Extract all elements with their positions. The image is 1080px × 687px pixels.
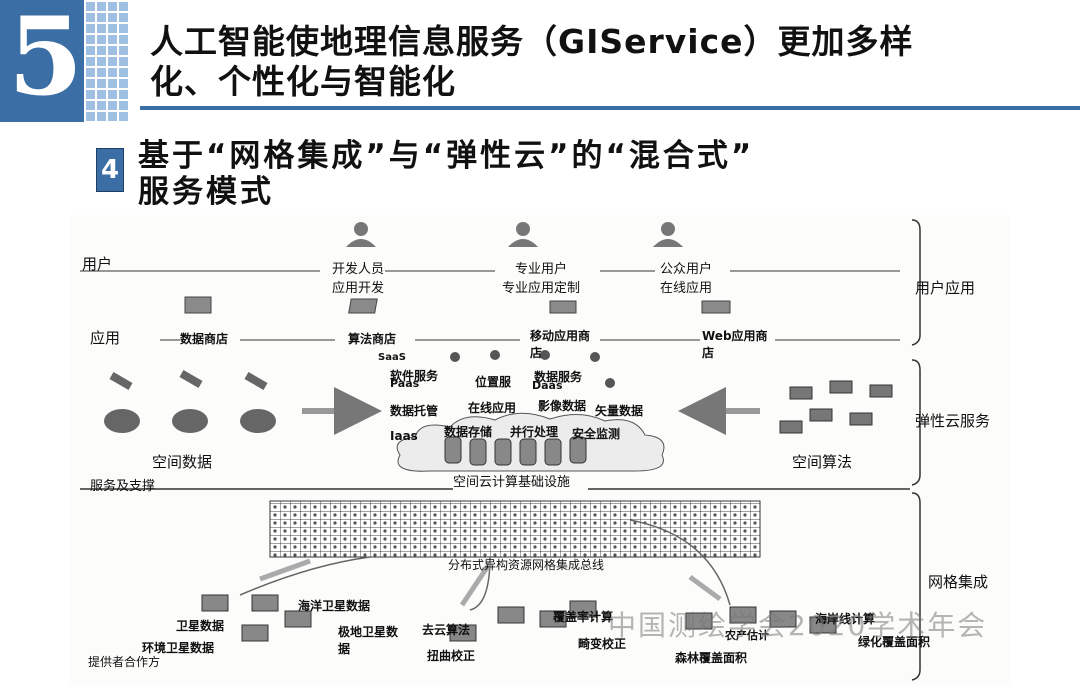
side-label-user-app: 用户应用 (915, 279, 976, 297)
cloud-online-app: 在线应用 (468, 401, 517, 415)
subtitle-line1: 基于“网格集成”与“弹性云”的“混合式” (138, 138, 755, 174)
server-cylinders (444, 436, 587, 466)
provider-coverage-calc: 覆盖率计算 (553, 610, 614, 624)
provider-satellite-data: 卫星数据 (176, 619, 225, 633)
subsection-number: 4 (96, 148, 124, 192)
side-label-elastic-cloud: 弹性云服务 (915, 412, 991, 430)
provider-ocean-satellite-data: 海洋卫星数据 (298, 599, 371, 613)
app-data-store: 数据商店 (180, 332, 229, 346)
section-number: 5 (8, 0, 84, 120)
cloud-paas: Paas (390, 377, 420, 390)
provider-polar-satellite-data: 极地卫星数据 (338, 625, 399, 656)
header-grid-decoration (84, 0, 128, 122)
user-professional-role: 专业用户 (515, 262, 568, 277)
provider-distortion-correction: 扭曲校正 (427, 649, 476, 663)
side-label-grid: 网格集成 (928, 573, 989, 591)
cloud-data-hosting: 数据托管 (390, 404, 439, 418)
cloud-parallel-processing: 并行处理 (510, 425, 559, 439)
resource-grid (269, 500, 761, 558)
provider-servers (201, 594, 837, 642)
user-professional-use: 专业应用定制 (502, 281, 581, 296)
cloud-data-service: 数据服务 (534, 370, 583, 384)
provider-coast-calc: 海岸线计算 (815, 612, 876, 626)
cloud-daas: Daas (532, 379, 563, 392)
user-developer-use: 应用开发 (332, 281, 385, 296)
conference-watermark: 中国测绘学会2020学术年会 (608, 609, 988, 642)
provider-env-satellite-data: 环境卫星数据 (142, 641, 215, 655)
user-developer: 开发人员 应用开发 (332, 258, 384, 296)
user-professional: 专业用户 专业应用定制 (502, 258, 580, 296)
cloud-data-storage: 数据存储 (444, 425, 493, 439)
algorithm-icons (779, 380, 893, 434)
grid-bus-label: 分布式异构资源网格集成总线 (448, 558, 605, 572)
layer-label-provider: 提供者合作方 (88, 655, 161, 669)
cloud-vector-data: 矢量数据 (595, 404, 644, 418)
satellite-icons (104, 370, 276, 433)
user-icons (346, 222, 683, 247)
provider-cloud-removal: 去云算法 (422, 623, 471, 637)
spatial-algorithm-label: 空间算法 (792, 453, 853, 471)
service-mode-diagram: 用户 应用 服务及支撑 提供者合作方 用户应用 弹性云服务 网格集成 开发人员 … (70, 215, 1010, 685)
cloud-security-monitor: 安全监测 (572, 427, 621, 441)
subtitle-line2: 服务模式 (138, 174, 274, 210)
layer-label-support: 服务及支撑 (90, 479, 156, 494)
app-mobile-store: 移动应用商店 (530, 329, 591, 360)
layer-label-user: 用户 (82, 255, 113, 273)
diagram-graphics (80, 219, 921, 681)
cloud-infrastructure: 空间云计算基础设施 (453, 474, 588, 491)
title-underline (140, 106, 1080, 110)
provider-agri-estimate: 农产估计 (725, 629, 769, 642)
user-public: 公众用户 在线应用 (660, 258, 712, 296)
cloud-imagery-data: 影像数据 (538, 399, 587, 413)
user-public-use: 在线应用 (660, 281, 713, 296)
page-title-line2: 化、个性化与智能化 (150, 62, 456, 101)
cloud-software-service: 软件服务 (390, 369, 439, 383)
spatial-data-label: 空间数据 (152, 453, 213, 471)
cloud-saas: SaaS (378, 352, 406, 363)
provider-green-coverage: 绿化覆盖面积 (858, 635, 931, 649)
app-algorithm-store: 算法商店 (348, 332, 397, 346)
app-web-store: Web应用商店 (702, 329, 768, 360)
app-icons (184, 296, 731, 314)
cloud-location-service: 位置服 (475, 375, 512, 389)
user-public-role: 公众用户 (660, 262, 713, 277)
layer-label-app: 应用 (90, 329, 121, 347)
provider-forest-coverage: 森林覆盖面积 (675, 651, 748, 665)
provider-aberration-correction: 畸变校正 (578, 637, 627, 651)
cloud-iaas: Iaas (390, 429, 418, 443)
user-developer-role: 开发人员 (332, 262, 385, 277)
page-title-line1: 人工智能使地理信息服务（GIService）更加多样 (150, 22, 914, 61)
